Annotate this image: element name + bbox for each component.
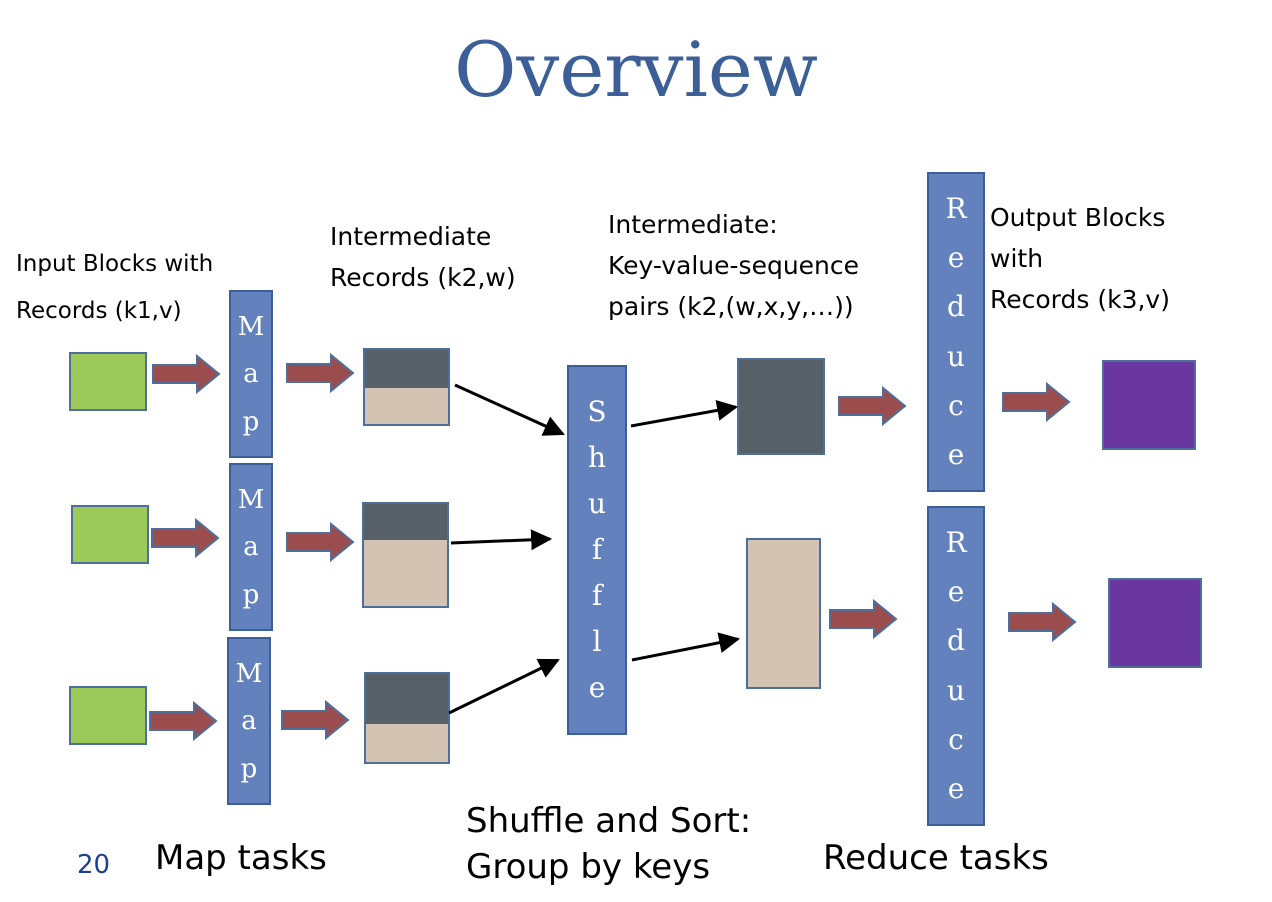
map-letter: a bbox=[241, 706, 257, 736]
reduce-letter: u bbox=[946, 673, 966, 707]
output-label-line-2: with bbox=[990, 244, 1044, 273]
input-block bbox=[69, 686, 147, 745]
block-arrow bbox=[281, 701, 349, 739]
value-portion bbox=[364, 540, 447, 606]
slide-title: Overview bbox=[454, 25, 818, 114]
block-arrow bbox=[829, 600, 897, 638]
reduce-letter: R bbox=[945, 526, 967, 560]
key-portion bbox=[365, 350, 448, 388]
reduce-task-box: R e d u c e bbox=[927, 506, 985, 826]
shuffle-letter: e bbox=[588, 671, 606, 704]
input-blocks-label: Input Blocks with Records (k1,v) bbox=[16, 241, 213, 335]
reduce-letter: e bbox=[947, 437, 965, 471]
connector-arrow bbox=[454, 383, 565, 436]
block-arrow bbox=[152, 355, 220, 393]
connector-arrow bbox=[630, 400, 739, 428]
reduce-letter: d bbox=[947, 624, 965, 658]
output-label-line-1: Output Blocks bbox=[990, 203, 1166, 232]
block-arrow bbox=[149, 702, 217, 740]
map-letter: p bbox=[240, 753, 258, 784]
shuffle-letter: S bbox=[587, 395, 607, 428]
kvs-label-line-2: Key-value-sequence bbox=[608, 251, 860, 280]
reduce-letter: d bbox=[947, 290, 965, 324]
map-letter: M bbox=[237, 311, 265, 342]
key-value-sequence-block bbox=[737, 358, 825, 455]
map-letter: p bbox=[242, 406, 260, 437]
shuffle-label-line-2: Group by keys bbox=[466, 847, 711, 887]
output-blocks-label: Output Blocks with Records (k3,v) bbox=[990, 197, 1170, 320]
output-block bbox=[1102, 360, 1196, 450]
connector-arrow bbox=[631, 632, 741, 662]
shuffle-box: S h u f f l e bbox=[567, 365, 627, 735]
shuffle-letter: f bbox=[591, 533, 603, 566]
value-portion bbox=[366, 724, 448, 762]
value-portion bbox=[365, 388, 448, 424]
map-letter: a bbox=[243, 532, 259, 562]
intermediate-label-line-2: Records (k2,w) bbox=[330, 263, 516, 292]
shuffle-label-line-1: Shuffle and Sort: bbox=[466, 801, 752, 841]
output-block bbox=[1108, 578, 1202, 668]
key-portion bbox=[366, 674, 448, 724]
input-label-line-1: Input Blocks with bbox=[16, 251, 214, 277]
reduce-letter: e bbox=[947, 771, 965, 805]
reduce-task-box: R e d u c e bbox=[927, 172, 985, 492]
map-task-box: M a p bbox=[229, 290, 273, 458]
shuffle-letter: u bbox=[587, 487, 607, 520]
block-arrow bbox=[838, 387, 906, 425]
block-arrow bbox=[286, 523, 354, 561]
reduce-tasks-label: Reduce tasks bbox=[823, 838, 1049, 878]
shuffle-sort-label: Shuffle and Sort: Group by keys bbox=[466, 798, 751, 890]
map-letter: M bbox=[235, 658, 263, 689]
shuffle-letter: l bbox=[592, 625, 602, 658]
reduce-letter: R bbox=[945, 192, 967, 226]
input-block bbox=[71, 505, 149, 564]
input-label-line-2: Records (k1,v) bbox=[16, 298, 182, 324]
block-arrow bbox=[286, 354, 354, 392]
shuffle-letter: f bbox=[591, 579, 603, 612]
connector-arrow bbox=[450, 529, 553, 551]
key-value-sequence-label: Intermediate: Key-value-sequence pairs (… bbox=[608, 204, 859, 327]
kvs-label-line-3: pairs (k2,(w,x,y,…)) bbox=[608, 292, 854, 321]
intermediate-records-label: Intermediate Records (k2,w) bbox=[330, 216, 516, 298]
map-letter: a bbox=[243, 359, 259, 389]
map-task-box: M a p bbox=[229, 463, 273, 631]
kvs-label-line-1: Intermediate: bbox=[608, 210, 778, 239]
map-letter: M bbox=[237, 484, 265, 515]
map-task-box: M a p bbox=[227, 637, 271, 805]
shuffle-letter: h bbox=[587, 441, 607, 474]
reduce-letter: e bbox=[947, 241, 965, 275]
intermediate-record-block bbox=[363, 348, 450, 426]
intermediate-record-block bbox=[362, 502, 449, 608]
block-arrow bbox=[1002, 383, 1070, 421]
page-number: 20 bbox=[77, 850, 111, 880]
reduce-letter: c bbox=[948, 722, 964, 756]
intermediate-label-line-1: Intermediate bbox=[330, 222, 492, 251]
key-value-sequence-block bbox=[746, 538, 821, 689]
block-arrow bbox=[1008, 603, 1076, 641]
connector-arrow bbox=[448, 658, 560, 715]
block-arrow bbox=[151, 519, 219, 557]
intermediate-record-block bbox=[364, 672, 450, 764]
key-portion bbox=[364, 504, 447, 540]
reduce-letter: e bbox=[947, 575, 965, 609]
map-letter: p bbox=[242, 579, 260, 610]
map-tasks-label: Map tasks bbox=[155, 838, 327, 878]
reduce-letter: c bbox=[948, 388, 964, 422]
output-label-line-3: Records (k3,v) bbox=[990, 285, 1170, 314]
input-block bbox=[69, 352, 147, 411]
reduce-letter: u bbox=[946, 339, 966, 373]
